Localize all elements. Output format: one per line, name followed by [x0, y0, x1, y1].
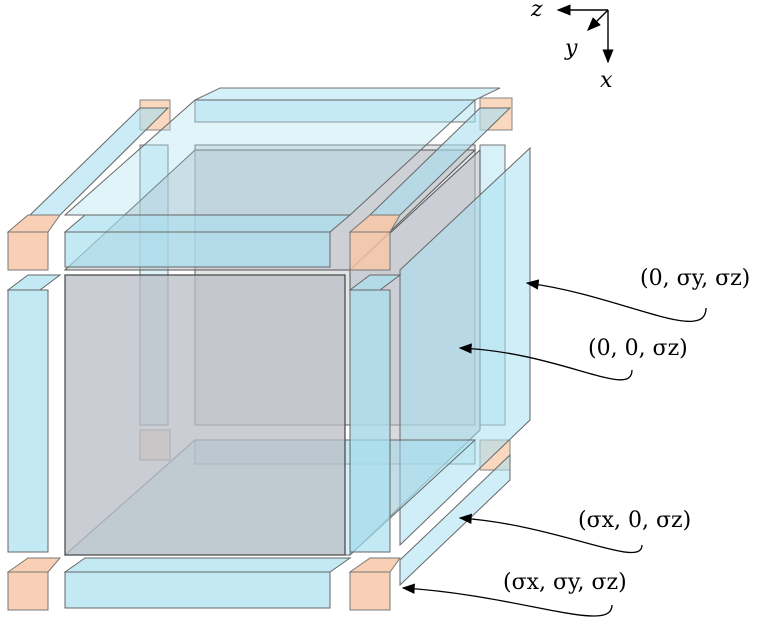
front-bottom-bar	[65, 572, 330, 608]
front-left-col-top	[8, 275, 60, 290]
front-core-face	[65, 275, 345, 555]
label-face-z: (0, 0, σz)	[588, 338, 688, 360]
label-corner-xyz: (σx, σy, σz)	[503, 572, 627, 594]
front-bottom-bar-top	[65, 558, 350, 572]
front-corner-tl	[8, 232, 48, 270]
axis-label-y: y	[565, 38, 577, 60]
front-corner-bl	[8, 572, 48, 610]
axis-label-x: x	[600, 70, 612, 92]
front-corner-tl-top	[8, 215, 60, 232]
front-corner-bl-top	[8, 558, 60, 572]
front-corner-br	[350, 572, 390, 610]
front-corner-tr	[350, 232, 390, 270]
back-top-edge	[195, 88, 500, 100]
axis-label-z: z	[531, 0, 543, 21]
label-face-yz: (0, σy, σz)	[640, 268, 750, 290]
front-top-bar	[65, 232, 330, 267]
front-corner-br-top	[350, 558, 400, 572]
y-axis-arrow	[588, 10, 608, 30]
label-edge-xz: (σx, 0, σz)	[578, 510, 691, 532]
front-right-col	[350, 290, 390, 552]
front-top-bar-top	[65, 215, 350, 232]
front-left-col	[8, 290, 48, 552]
